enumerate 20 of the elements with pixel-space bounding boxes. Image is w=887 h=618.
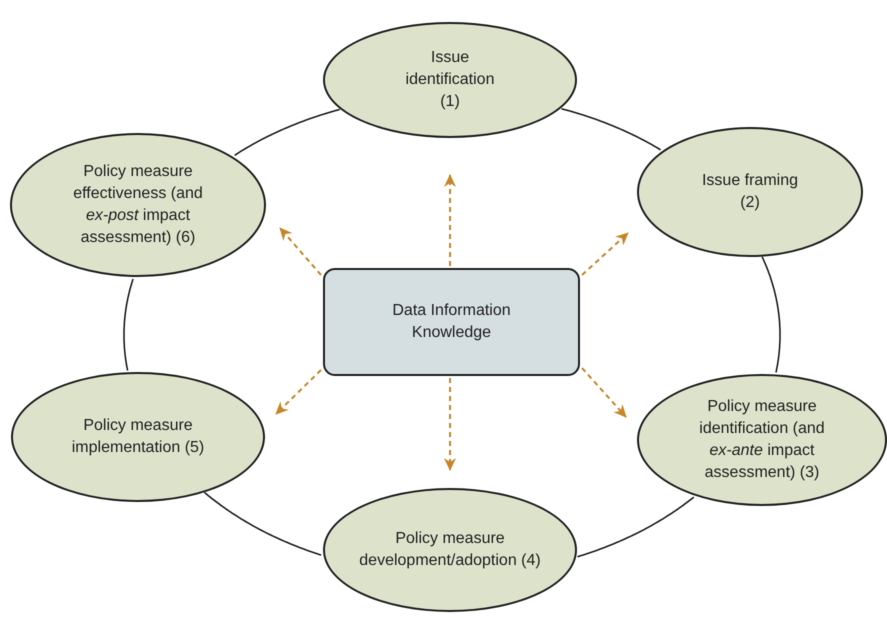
cycle-line [204, 492, 322, 556]
stage-label: Policy measure development/adoption (4) [358, 529, 542, 571]
stage-label: Policy measure implementation (5) [70, 416, 206, 458]
dashed-arrow [444, 174, 456, 266]
center-box [323, 268, 580, 376]
stage-label: Issue identification (1) [404, 48, 496, 112]
stage-label: Policy measure identification (and ex-ante impact assessment) (3) [698, 397, 826, 483]
dashed-arrow [444, 378, 456, 471]
cycle-line [761, 256, 781, 373]
cycle-line [123, 278, 134, 371]
center-label: Data Information Knowledge [392, 301, 512, 343]
dashed-arrow [275, 369, 322, 415]
stage-label: Issue framing (2) [700, 171, 800, 213]
stage-label: Policy measure effectiveness (and ex-post impact assessment) (6) [72, 162, 204, 248]
cycle-line [577, 496, 694, 558]
cycle-line [561, 108, 661, 150]
dashed-arrow [279, 227, 322, 276]
dashed-arrow [581, 367, 627, 418]
dashed-arrow [581, 232, 629, 276]
cycle-line [234, 108, 340, 156]
